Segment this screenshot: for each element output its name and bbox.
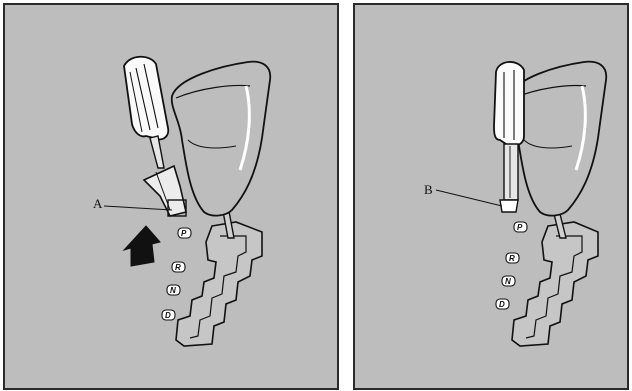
gear-label-p: P: [181, 229, 187, 238]
shift-gate-icon: [511, 221, 599, 347]
gear-label-d: D: [499, 300, 505, 309]
push-up-arrow-icon: [122, 225, 161, 267]
callout-b-label: B: [424, 182, 433, 197]
gear-label-r: R: [509, 254, 515, 263]
gear-badge: [161, 309, 176, 321]
shift-lock-slot: [167, 199, 187, 217]
gear-badge: [513, 221, 528, 233]
screwdriver-icon: [123, 55, 187, 217]
gear-label-n: N: [505, 277, 511, 286]
gear-indicator-list: P R N D: [161, 227, 192, 321]
gear-label-p: P: [517, 223, 523, 232]
gear-badge: [177, 227, 192, 239]
gear-badge: [166, 284, 181, 296]
gear-label-n: N: [170, 286, 176, 295]
left-panel: A P R N D: [3, 3, 339, 390]
gear-label-d: D: [165, 311, 171, 320]
gear-indicator-list: P R N D: [495, 221, 528, 310]
right-panel: B P R N D: [353, 3, 629, 390]
callout-line-b: [435, 189, 503, 207]
shift-knob-icon: [170, 60, 272, 239]
screwdriver-icon: [493, 61, 525, 201]
screwdriver-tip: [499, 199, 519, 213]
gear-badge: [505, 252, 520, 264]
gear-badge: [501, 275, 516, 287]
shift-gate-icon: [175, 221, 263, 347]
callout-line-a: [103, 205, 173, 211]
gear-label-r: R: [175, 263, 181, 272]
gear-badge: [495, 298, 510, 310]
callout-a-label: A: [93, 196, 103, 211]
gear-badge: [171, 261, 186, 273]
